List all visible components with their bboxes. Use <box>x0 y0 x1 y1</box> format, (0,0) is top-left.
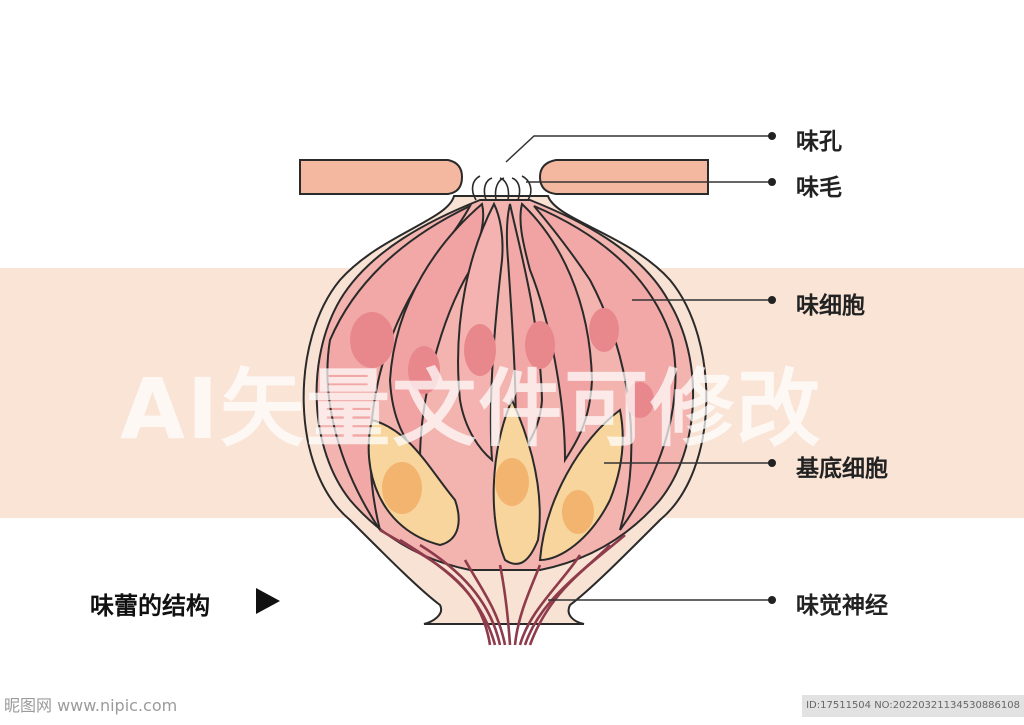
nucleus <box>408 346 440 394</box>
nucleus <box>350 312 394 368</box>
epithelium-left <box>299 159 464 195</box>
epithelium-right <box>538 159 709 195</box>
nucleus <box>382 462 422 514</box>
label-taste-pore: 味孔 <box>796 129 842 155</box>
nucleus <box>464 324 496 376</box>
nerve-fibers <box>379 528 626 646</box>
label-basal-cell: 基底细胞 <box>796 456 888 482</box>
nucleus <box>495 458 529 506</box>
taste-cell-5 <box>519 202 594 464</box>
taste-cell-6 <box>533 205 677 531</box>
image-id: ID:17511504 NO:20220321134530886108 <box>802 695 1024 717</box>
leader-dots <box>768 132 776 604</box>
taste-hairs <box>471 175 532 201</box>
play-arrow-icon <box>256 588 280 614</box>
label-taste-cell: 味细胞 <box>796 293 865 319</box>
nucleus <box>589 308 619 352</box>
label-taste-nerve: 味觉神经 <box>796 593 888 619</box>
site-watermark: 昵图网 www.nipic.com <box>4 696 178 715</box>
nucleus <box>562 490 594 534</box>
diagram-title: 味蕾的结构 <box>90 592 210 620</box>
leader-lines <box>505 135 770 601</box>
label-taste-hair: 味毛 <box>796 175 842 201</box>
nucleus <box>626 382 654 418</box>
watermark: AI矢量文件可修改 <box>120 360 823 458</box>
nucleus <box>525 321 555 369</box>
